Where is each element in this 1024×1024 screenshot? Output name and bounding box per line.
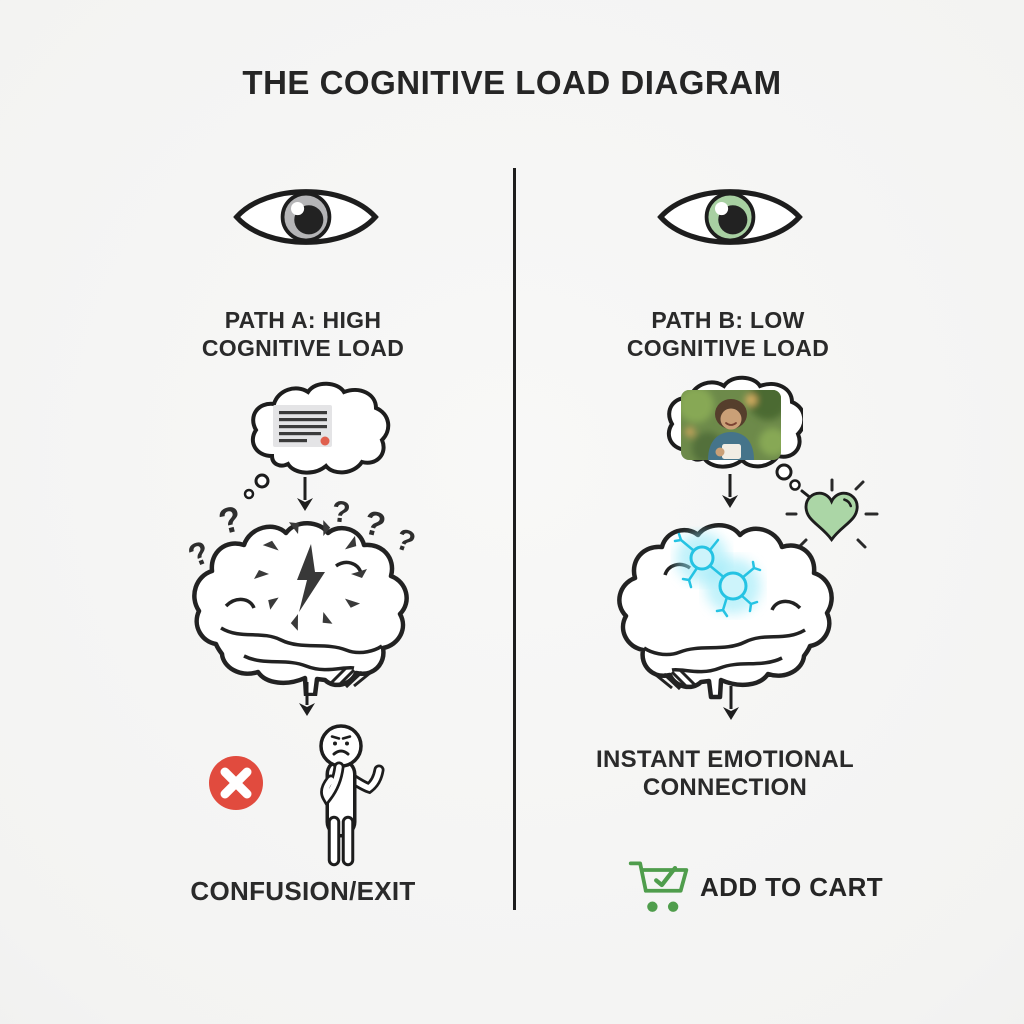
customer-photo xyxy=(681,390,781,460)
arrow-down-icon xyxy=(296,682,318,716)
svg-text:?: ? xyxy=(183,533,215,574)
add-to-cart-label: ADD TO CART xyxy=(700,872,884,902)
page-title: THE COGNITIVE LOAD DIAGRAM xyxy=(242,64,782,101)
confused-person-icon xyxy=(293,720,398,870)
arrow-down-icon xyxy=(294,477,316,511)
arrow-down-icon xyxy=(719,474,741,508)
path-a-outcome-label: CONFUSION/EXIT xyxy=(190,876,416,906)
brain-neurons-icon xyxy=(605,518,845,703)
brain-overload-icon: ? ? ? ? ? xyxy=(178,492,442,696)
cart-check-icon xyxy=(626,855,692,917)
center-divider xyxy=(513,168,516,910)
path-b-label: PATH B: LOW COGNITIVE LOAD xyxy=(626,307,830,361)
svg-text:?: ? xyxy=(330,495,352,530)
path-b-outcome-label: INSTANT EMOTIONAL CONNECTION xyxy=(596,746,854,801)
svg-text:?: ? xyxy=(360,503,389,545)
thought-bubble-document-icon xyxy=(228,376,393,501)
svg-text:?: ? xyxy=(391,522,420,559)
error-x-icon xyxy=(207,754,265,812)
heart-sparkle-icon xyxy=(770,452,890,567)
arrow-down-icon xyxy=(720,686,742,720)
thought-bubble-photo-icon xyxy=(648,370,803,478)
svg-text:?: ? xyxy=(214,497,245,542)
eye-green-icon xyxy=(655,173,805,261)
neuron-glow xyxy=(673,532,762,618)
path-a-label: PATH A: HIGH COGNITIVE LOAD xyxy=(201,307,405,361)
eye-gray-icon xyxy=(231,173,381,261)
